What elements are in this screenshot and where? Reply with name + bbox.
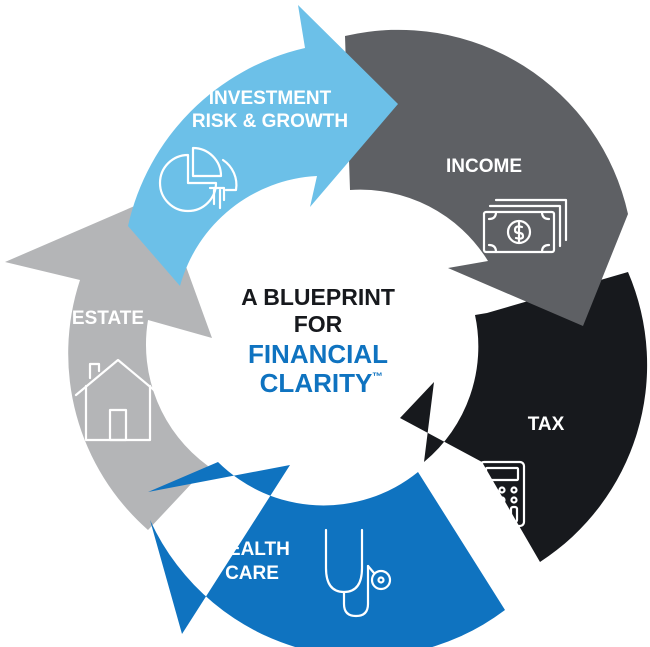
center-title-line2: FOR	[294, 311, 343, 337]
estate-segment	[5, 195, 212, 530]
health-care-label-line1: HEALTH	[214, 539, 290, 560]
calculator-icon	[478, 460, 526, 528]
center-title-line4: CLARITY	[260, 368, 373, 398]
investment-segment	[128, 5, 398, 286]
trademark-symbol: ™	[372, 371, 383, 383]
tax-label: TAX	[528, 414, 565, 435]
tax-segment	[400, 272, 648, 562]
cash-icon	[482, 198, 568, 254]
house-icon	[74, 358, 162, 442]
income-label: INCOME	[446, 156, 522, 177]
income-segment	[345, 29, 628, 327]
investment-label-line2: RISK & GROWTH	[192, 111, 348, 132]
estate-label: ESTATE	[72, 308, 144, 329]
center-title-line1: A BLUEPRINT	[241, 284, 395, 310]
investment-label-line1: INVESTMENT	[209, 88, 332, 109]
pie-chart-icon	[158, 146, 238, 213]
stethoscope-icon	[324, 528, 392, 618]
center-title-line3: FINANCIAL	[248, 339, 388, 369]
health-care-label-line2: CARE	[225, 563, 279, 584]
